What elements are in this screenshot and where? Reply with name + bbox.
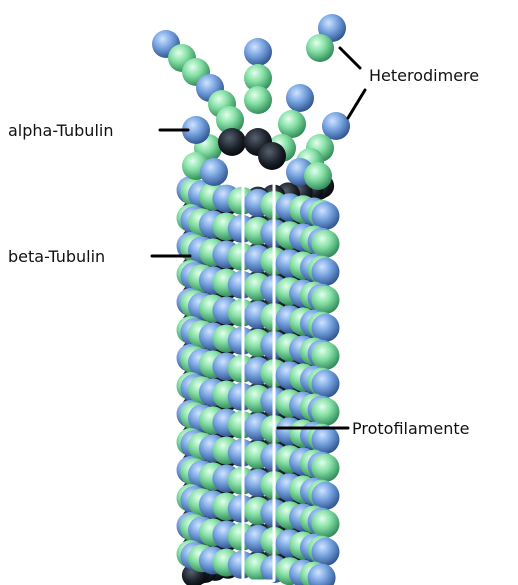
free-alpha-tubulin xyxy=(200,158,228,186)
beta-tubulin-subunit xyxy=(312,230,340,258)
label-heterodimere: Heterodimere xyxy=(369,66,479,85)
alpha-tubulin-subunit xyxy=(312,482,340,510)
free-beta-tubulin xyxy=(244,86,272,114)
shadow-subunit xyxy=(218,128,246,156)
label-protofilamente: Protofilamente xyxy=(352,419,469,438)
beta-tubulin-subunit xyxy=(312,510,340,538)
free-alpha-tubulin xyxy=(244,38,272,66)
beta-tubulin-subunit xyxy=(312,398,340,426)
free-beta-tubulin xyxy=(306,34,334,62)
free-beta-tubulin xyxy=(278,110,306,138)
alpha-tubulin-subunit xyxy=(312,370,340,398)
beta-tubulin-subunit xyxy=(312,342,340,370)
alpha-tubulin-subunit xyxy=(312,202,340,230)
heterodimere-leader-2 xyxy=(348,90,365,118)
free-alpha-tubulin xyxy=(286,84,314,112)
alpha-tubulin-subunit xyxy=(312,258,340,286)
beta-tubulin-subunit xyxy=(312,286,340,314)
free-beta-tubulin xyxy=(304,162,332,190)
free-heterodimers xyxy=(152,14,350,190)
beta-tubulin-subunit xyxy=(312,454,340,482)
alpha-tubulin-subunit xyxy=(312,538,340,566)
shadow-subunit xyxy=(258,142,286,170)
heterodimere-leader-1 xyxy=(340,48,360,68)
alpha-tubulin-subunit xyxy=(312,426,340,454)
label-beta-tubulin: beta-Tubulin xyxy=(8,247,105,266)
alpha-tubulin-subunit xyxy=(312,314,340,342)
microtubule-front-wall xyxy=(177,176,340,585)
label-alpha-tubulin: alpha-Tubulin xyxy=(8,121,113,140)
